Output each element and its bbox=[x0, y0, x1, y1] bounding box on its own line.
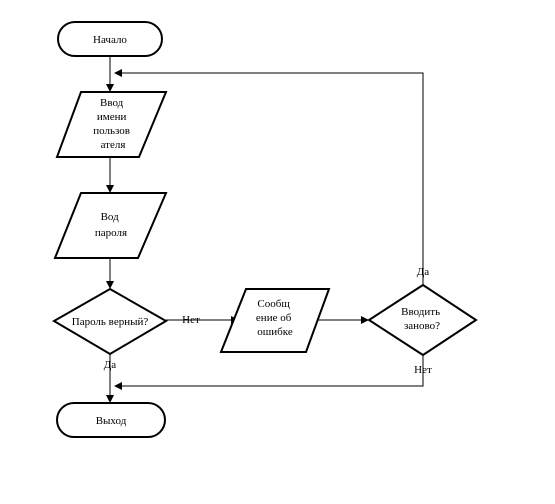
input-password-label: Вод пароля bbox=[95, 211, 127, 239]
input-username-block: Ввод имени пользов ателя bbox=[55, 91, 168, 158]
arrowhead bbox=[106, 84, 114, 92]
edge-label-check-yes: Да bbox=[104, 359, 117, 371]
arrowhead bbox=[361, 316, 369, 324]
start-terminator: Начало bbox=[57, 21, 163, 57]
retry-label: Вводить заново? bbox=[401, 306, 443, 332]
connectors bbox=[106, 56, 424, 403]
arrowhead bbox=[114, 382, 122, 390]
exit-terminator: Выход bbox=[56, 402, 166, 438]
arrowhead bbox=[106, 281, 114, 289]
connector-retry-yes-loop bbox=[122, 72, 424, 285]
arrowhead bbox=[106, 185, 114, 193]
retry-decision: Вводить заново? bbox=[367, 283, 478, 357]
input-password-block: Вод пароля bbox=[53, 192, 168, 259]
edge-label-check-no: Нет bbox=[182, 314, 200, 326]
arrowhead bbox=[114, 69, 122, 77]
start-label: Начало bbox=[93, 34, 127, 46]
check-password-label: Пароль верный? bbox=[72, 316, 149, 328]
exit-label: Выход bbox=[96, 415, 127, 427]
error-message-block: Сообщ ение об ошибке bbox=[219, 288, 331, 353]
connector-retry-no-exit bbox=[122, 355, 424, 387]
error-message-label: Сообщ ение об ошибке bbox=[256, 298, 294, 338]
edge-label-retry-no: Нет bbox=[414, 364, 432, 376]
input-username-label: Ввод имени пользов ателя bbox=[93, 97, 132, 151]
check-password-decision: Пароль верный? bbox=[52, 287, 168, 356]
arrowhead bbox=[106, 395, 114, 403]
edge-label-retry-yes: Да bbox=[417, 266, 430, 278]
